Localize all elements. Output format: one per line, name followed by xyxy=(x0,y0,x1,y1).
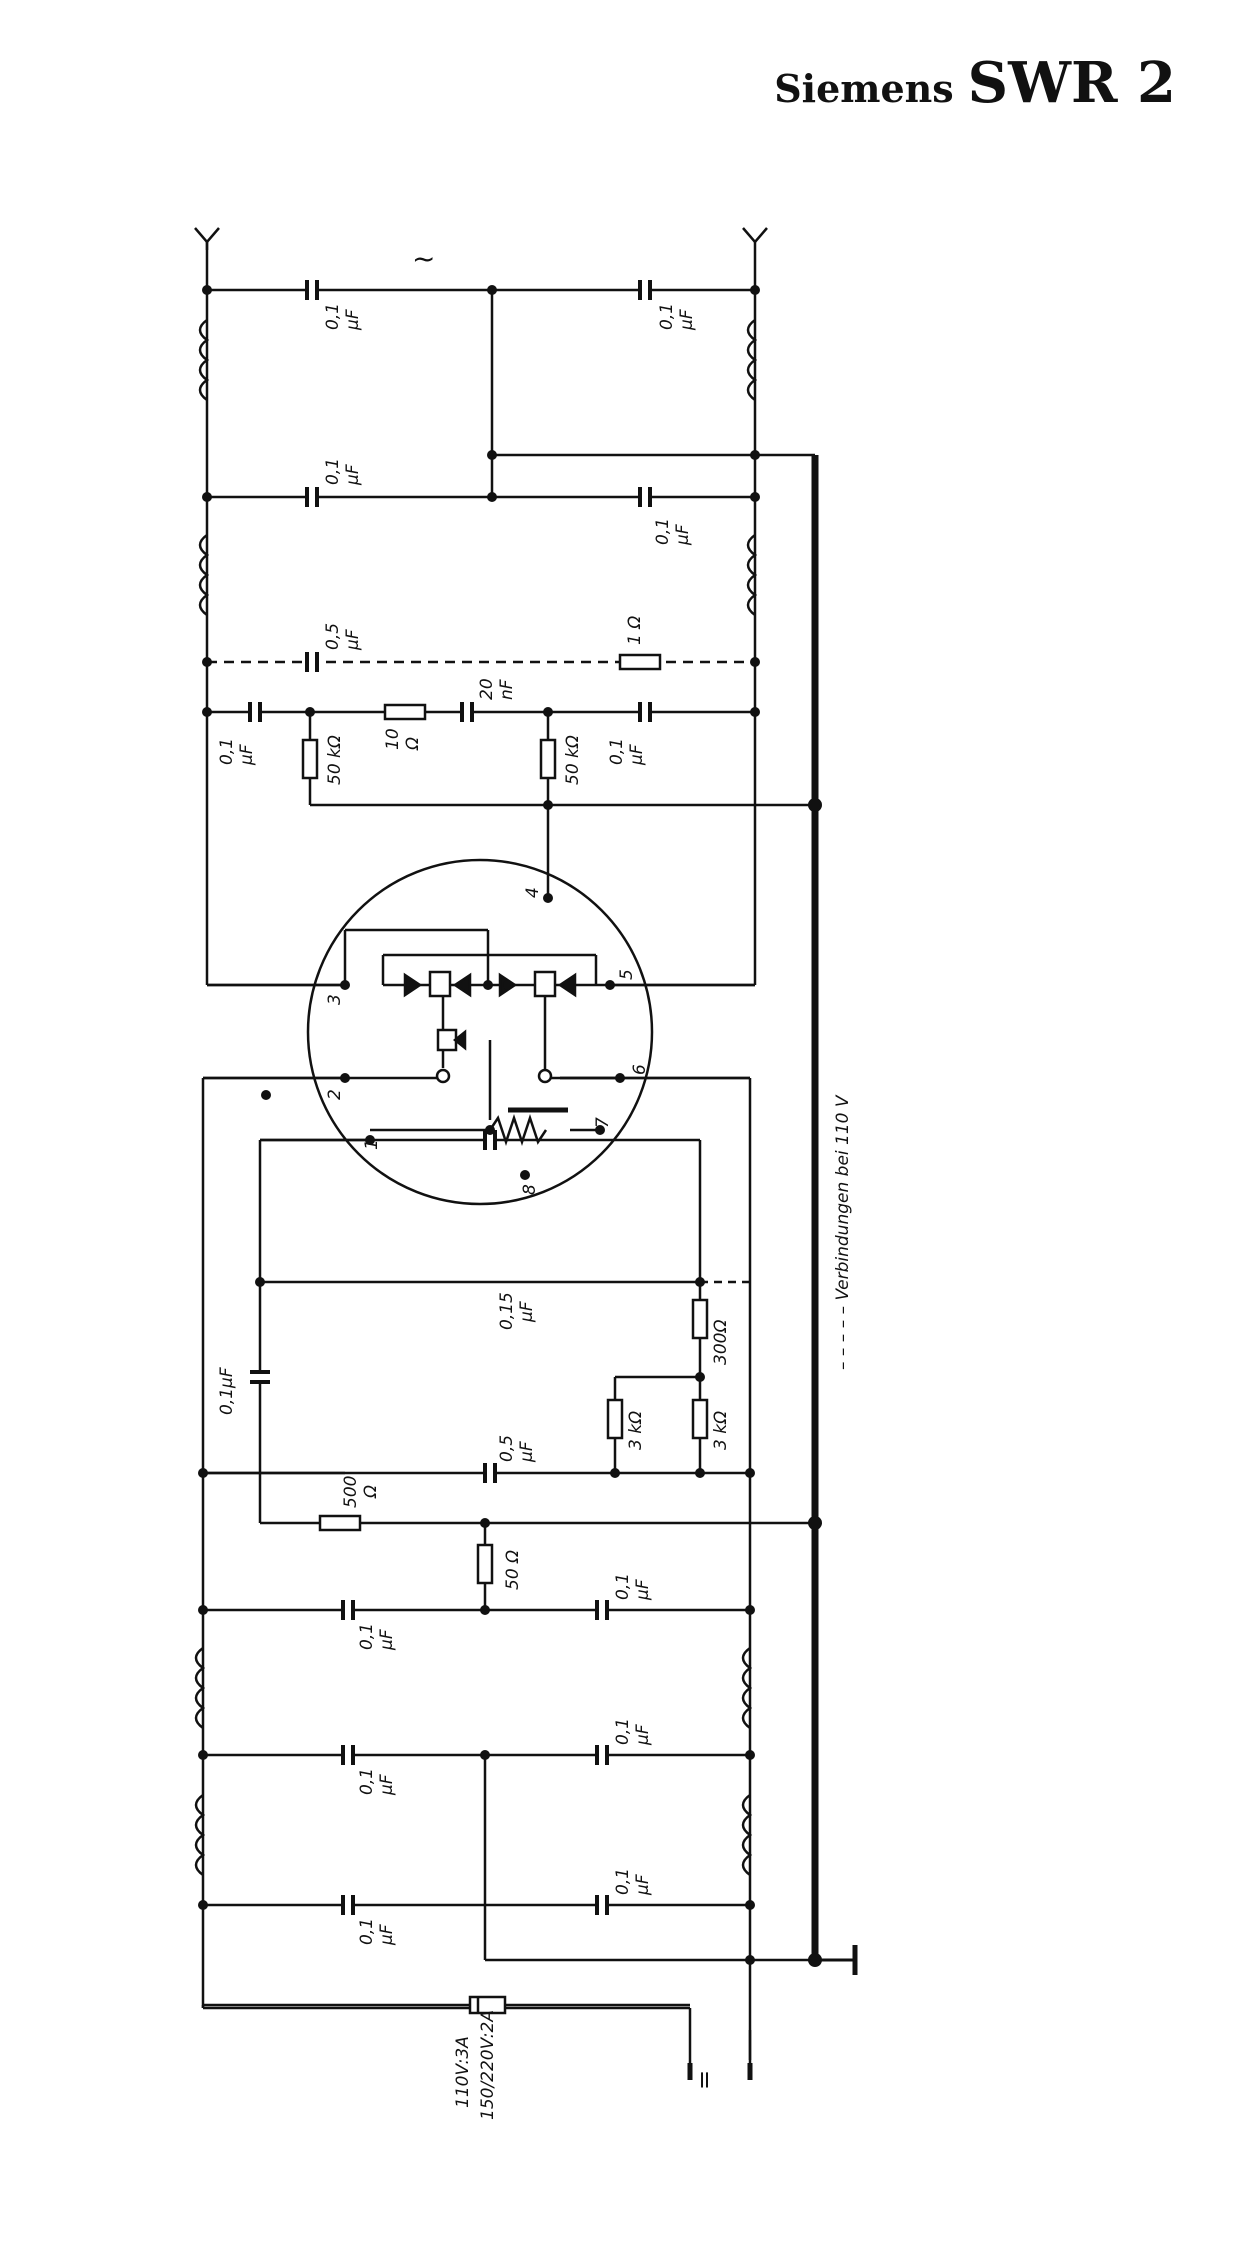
svg-text:Ω: Ω xyxy=(403,737,423,751)
pin-1: 1 xyxy=(362,1139,382,1150)
svg-text:300Ω: 300Ω xyxy=(711,1320,731,1365)
fuse-label-1: 110V:3A xyxy=(453,2036,473,2108)
svg-text:0,1: 0,1 xyxy=(323,458,343,485)
svg-text:0,1: 0,1 xyxy=(607,738,627,765)
pin-6: 6 xyxy=(630,1064,650,1075)
svg-text:0,1: 0,1 xyxy=(657,303,677,330)
svg-text:0,1: 0,1 xyxy=(613,1868,633,1895)
svg-text:0,1: 0,1 xyxy=(653,518,673,545)
svg-text:µF: µF xyxy=(517,1441,537,1463)
value-r-1ohm: 1 Ω xyxy=(625,616,645,645)
svg-text:Ω: Ω xyxy=(361,1485,381,1499)
svg-text:0,1µF: 0,1µF xyxy=(217,1367,237,1415)
svg-text:0,5: 0,5 xyxy=(497,1435,517,1462)
junction-dots xyxy=(198,285,822,1967)
pin-3: 3 xyxy=(325,994,345,1005)
svg-text:0,1: 0,1 xyxy=(357,1623,377,1650)
svg-text:µF: µF xyxy=(517,1301,537,1323)
svg-text:10: 10 xyxy=(383,728,403,750)
value-r-300: 300Ω xyxy=(711,1320,731,1365)
svg-text:50 kΩ: 50 kΩ xyxy=(325,735,345,785)
svg-text:µF: µF xyxy=(343,629,363,651)
tube-symbol xyxy=(203,858,755,1206)
svg-text:nF: nF xyxy=(497,679,517,700)
capacitors xyxy=(248,280,652,1915)
svg-text:µF: µF xyxy=(633,1874,653,1896)
pin-7: 7 xyxy=(593,1117,613,1128)
svg-text:µF: µF xyxy=(377,1774,397,1796)
svg-text:0,1: 0,1 xyxy=(323,303,343,330)
pin-2: 2 xyxy=(325,1089,345,1100)
svg-text:3 kΩ: 3 kΩ xyxy=(626,1411,646,1450)
pin-5: 5 xyxy=(617,969,637,980)
svg-text:0,1: 0,1 xyxy=(357,1918,377,1945)
model-name: SWR 2 xyxy=(967,50,1176,116)
svg-text:0,15: 0,15 xyxy=(497,1292,517,1330)
connection-note: – – – – – Verbindungen bei 110 V xyxy=(833,1094,853,1370)
title-block: Siemens SWR 2 xyxy=(774,50,1176,116)
svg-text:µF: µF xyxy=(633,1724,653,1746)
svg-text:µF: µF xyxy=(673,524,693,546)
ac-symbol: ~ xyxy=(412,242,435,275)
terminals xyxy=(194,227,768,2080)
value-r-3k-a: 3 kΩ xyxy=(626,1411,646,1450)
resistors xyxy=(301,653,709,2015)
svg-text:0,1: 0,1 xyxy=(217,738,237,765)
value-r-50-lower: 50 Ω xyxy=(503,1550,523,1590)
svg-text:1 Ω: 1 Ω xyxy=(625,616,645,645)
fuse-label-2: 150/220V:2A xyxy=(478,2010,498,2120)
svg-text:µF: µF xyxy=(633,1579,653,1601)
inductor-coils xyxy=(194,318,758,1877)
svg-text:µF: µF xyxy=(627,744,647,766)
svg-text:0,5: 0,5 xyxy=(323,623,343,650)
svg-text:20: 20 xyxy=(477,678,497,700)
svg-text:µF: µF xyxy=(237,744,257,766)
value-r-50k-left: 50 kΩ xyxy=(325,735,345,785)
svg-text:µF: µF xyxy=(377,1629,397,1651)
svg-text:0,1: 0,1 xyxy=(613,1573,633,1600)
brand-name: Siemens xyxy=(774,66,954,111)
svg-text:µF: µF xyxy=(377,1924,397,1946)
svg-text:500: 500 xyxy=(341,1476,361,1508)
svg-text:50 kΩ: 50 kΩ xyxy=(563,735,583,785)
value-r-50k-right: 50 kΩ xyxy=(563,735,583,785)
svg-text:0,1: 0,1 xyxy=(357,1768,377,1795)
svg-text:µF: µF xyxy=(343,464,363,486)
svg-text:0,1: 0,1 xyxy=(613,1718,633,1745)
svg-text:3 kΩ: 3 kΩ xyxy=(711,1411,731,1450)
svg-text:µF: µF xyxy=(343,309,363,331)
labels: ~ = – – – – – Verbindungen bei 110 V 110… xyxy=(217,242,853,2120)
value-c-01-vert: 0,1µF xyxy=(217,1367,237,1415)
svg-text:50 Ω: 50 Ω xyxy=(503,1550,523,1590)
dc-symbol: = xyxy=(690,2070,718,2090)
value-r-3k-b: 3 kΩ xyxy=(711,1411,731,1450)
pin-4: 4 xyxy=(523,887,543,898)
pin-8: 8 xyxy=(520,1184,540,1195)
main-wiring xyxy=(201,242,858,2063)
svg-text:µF: µF xyxy=(677,309,697,331)
